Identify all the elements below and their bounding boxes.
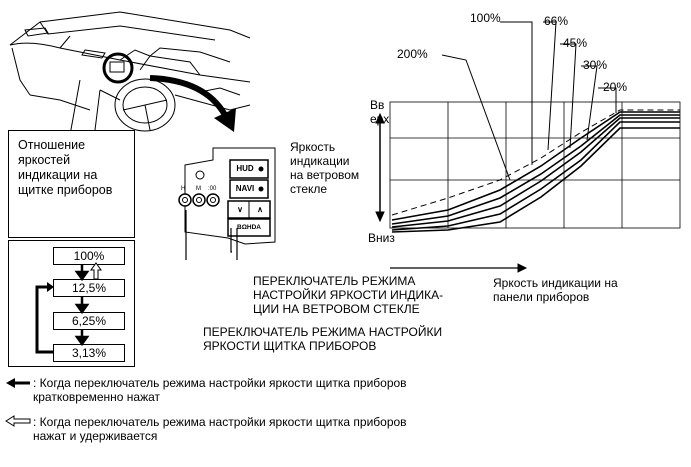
x-axis-arrow xyxy=(390,263,528,273)
series-66-line xyxy=(391,114,680,225)
x-axis-title: Яркость индикации на панели приборов xyxy=(493,276,618,304)
dashboard-illustration xyxy=(9,11,251,136)
series-45-line xyxy=(391,117,680,228)
leader-30 xyxy=(581,65,598,141)
hollow-arrow-icon xyxy=(5,415,31,427)
y-axis-bottom-label: Вниз xyxy=(368,231,395,245)
hud-button[interactable]: HUD xyxy=(236,164,254,173)
knob-label-h: H xyxy=(181,186,186,192)
series-label-100: 100% xyxy=(470,11,501,25)
ratio-step-6-25: 6,25% xyxy=(53,312,125,330)
series-label-30: 30% xyxy=(583,58,607,72)
y-axis-title: Яркость индикации на ветровом стекле xyxy=(290,140,360,196)
series-200-line xyxy=(391,109,680,216)
y-axis-arrow xyxy=(375,112,385,223)
down-arrow-button[interactable]: ∨ xyxy=(237,205,243,214)
control-panel-illustration xyxy=(178,147,276,260)
series-20-line xyxy=(391,127,680,233)
series-label-66: 66% xyxy=(544,14,568,28)
knob-label-00: :00 xyxy=(208,186,217,192)
navi-button[interactable]: NAVI xyxy=(235,184,255,193)
chart-grid xyxy=(389,101,681,229)
series-label-200: 200% xyxy=(397,47,428,61)
ratio-panel: Отношение яркостей индикации на щитке пр… xyxy=(8,130,135,238)
leader-45 xyxy=(560,43,577,149)
series-labels: 200% 100% 66% 45% 30% 20% xyxy=(397,11,627,94)
legend-hold: : Когда переключатель режима настройки я… xyxy=(33,415,407,443)
legend-short-press: : Когда переключатель режима настройки я… xyxy=(33,376,407,404)
leader-100 xyxy=(500,21,533,165)
ratio-step-12-5: 12,5% xyxy=(53,279,125,297)
solid-arrow-icon xyxy=(6,378,30,388)
y-axis-top-label: Вв ерх xyxy=(370,98,390,126)
leader-200 xyxy=(441,54,511,181)
up-arrow-button[interactable]: ∧ xyxy=(257,205,263,214)
legend-arrows xyxy=(5,378,31,427)
brightness-chart: 200% 100% 66% 45% 30% 20% xyxy=(375,11,681,273)
windshield-switch-callout: ПЕРЕКЛЮЧАТЕЛЬ РЕЖИМА НАСТРОЙКИ ЯРКОСТИ И… xyxy=(253,274,444,316)
ratio-step-100: 100% xyxy=(53,247,125,265)
panel-switch-callout: ПЕРЕКЛЮЧАТЕЛЬ РЕЖИМА НАСТРОЙКИ ЯРКОСТИ Щ… xyxy=(203,325,443,353)
ratio-step-3-13: 3,13% xyxy=(53,344,125,362)
leader-66 xyxy=(543,21,557,151)
ratio-step-arrows xyxy=(35,262,102,354)
series-100-line xyxy=(391,111,680,221)
knob-label-m: M xyxy=(196,186,201,192)
leader-20 xyxy=(598,87,617,113)
panel-brightness-switch[interactable]: ВΩHDA xyxy=(237,224,261,231)
series-label-45: 45% xyxy=(563,36,587,50)
series-30-line xyxy=(391,121,680,231)
series-label-20: 20% xyxy=(603,80,627,94)
ratio-panel-title: Отношение яркостей индикации на щитке пр… xyxy=(18,138,113,197)
